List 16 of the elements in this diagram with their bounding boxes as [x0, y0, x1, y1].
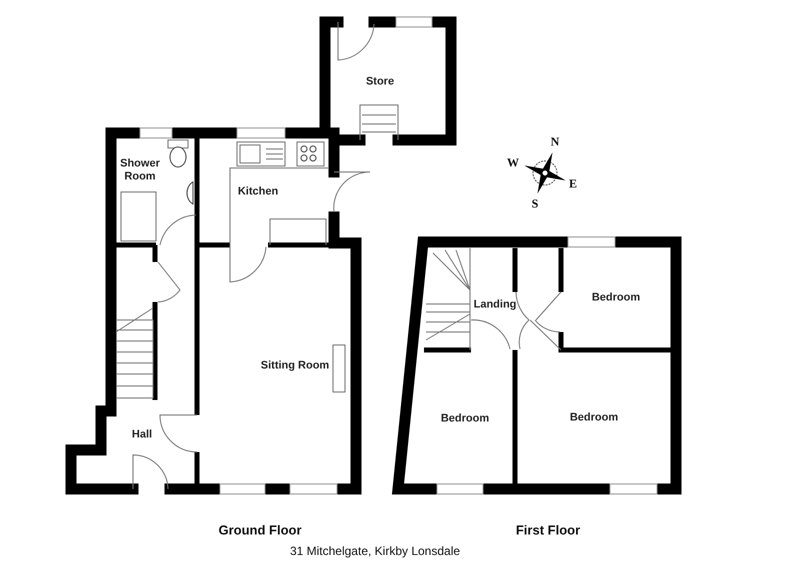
room-label: Bedroom [592, 292, 640, 304]
floor-title: Ground Floor [218, 522, 302, 538]
room-label: Hall [132, 428, 152, 442]
room-label: Store [366, 76, 394, 88]
compass-letter: N [550, 134, 560, 150]
room-label: Kitchen [238, 186, 278, 198]
room-label: Bedroom [570, 412, 618, 424]
room-label: Sitting Room [260, 360, 330, 372]
floor-title: First Floor [516, 522, 580, 538]
compass-letter: W [507, 156, 519, 170]
address-caption: 31 Mitchelgate, Kirkby Lonsdale [290, 544, 460, 558]
room-label: Landing [474, 298, 516, 312]
compass-letter: E [569, 176, 577, 192]
room-label: Bedroom [440, 412, 490, 426]
room-label: Shower Room [110, 157, 170, 183]
compass-letter: S [532, 196, 538, 212]
